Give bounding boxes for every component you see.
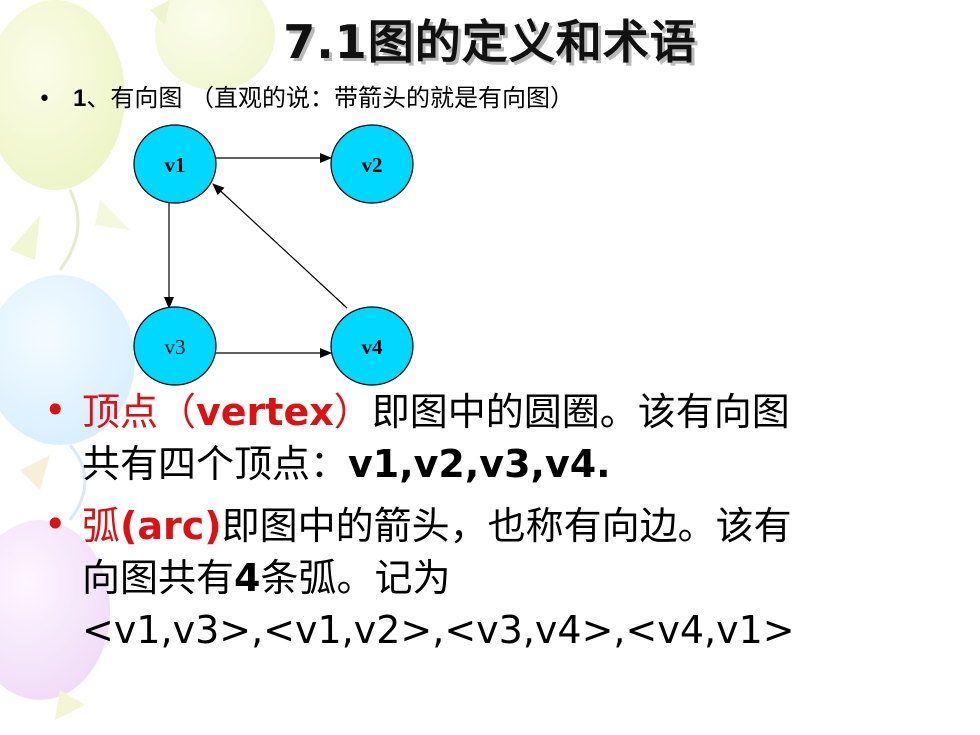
vertex-term: 顶点（ [82,390,197,434]
bullet: • [44,502,67,546]
edge-v4-v1 [212,183,348,309]
vertex-list: v1,v2,v3,v4. [348,442,611,486]
node-v3 [133,306,217,386]
vertex-text: 顶点（vertex）即图中的圆圈。该有向图 共有四个顶点：v1,v2,v3,v4… [82,386,942,490]
arc-count-suffix: 条弧。记为 [260,556,451,600]
balloon-yellow-top [155,0,275,90]
node-label-v4: v4 [362,335,384,359]
vertex-term-close: ） [333,390,372,434]
vertex-desc: 即图中的圆圈。该有向图 [371,390,790,434]
subtitle-text: 、有向图 （直观的说：带箭头的就是有向图） [86,84,574,112]
bullet: • [44,388,67,432]
confetti [150,0,170,25]
subtitle-number: 1 [72,85,87,112]
node-v4 [330,306,414,386]
balloon-purple [0,520,110,700]
arc-count-text: 向图共有 [82,556,235,600]
confetti [95,200,130,230]
balloon-string [58,189,80,271]
arc-term: 弧 [82,504,121,548]
confetti [55,690,85,720]
confetti [10,215,40,260]
arc-list: <v1,v3>,<v1,v2>,<v3,v4>,<v4,v1> [82,608,795,652]
arc-text: 弧(arc)即图中的箭头，也称有向边。该有 向图共有4条弧。记为 <v1,v3>… [82,500,942,656]
arc-term-en: (arc) [120,504,222,548]
bullet: • [38,87,51,112]
node-label-v2: v2 [362,153,383,177]
balloon-blue [0,275,135,445]
arc-count: 4 [234,556,261,600]
balloon-yellow [0,0,125,190]
vertex-term-en: vertex [196,390,334,434]
node-label-v1: v1 [165,153,186,177]
node-v1 [133,124,217,204]
subtitle-line: • 1、有向图 （直观的说：带箭头的就是有向图） [38,78,574,113]
vertex-count-text: 共有四个顶点： [82,442,349,486]
arc-desc: 即图中的箭头，也称有向边。该有 [221,504,792,548]
node-label-v3: v3 [165,335,186,359]
slide-title: 7.1图的定义和术语 [283,15,697,69]
confetti [20,455,50,490]
node-v2 [330,124,414,204]
balloon-string [68,444,87,521]
